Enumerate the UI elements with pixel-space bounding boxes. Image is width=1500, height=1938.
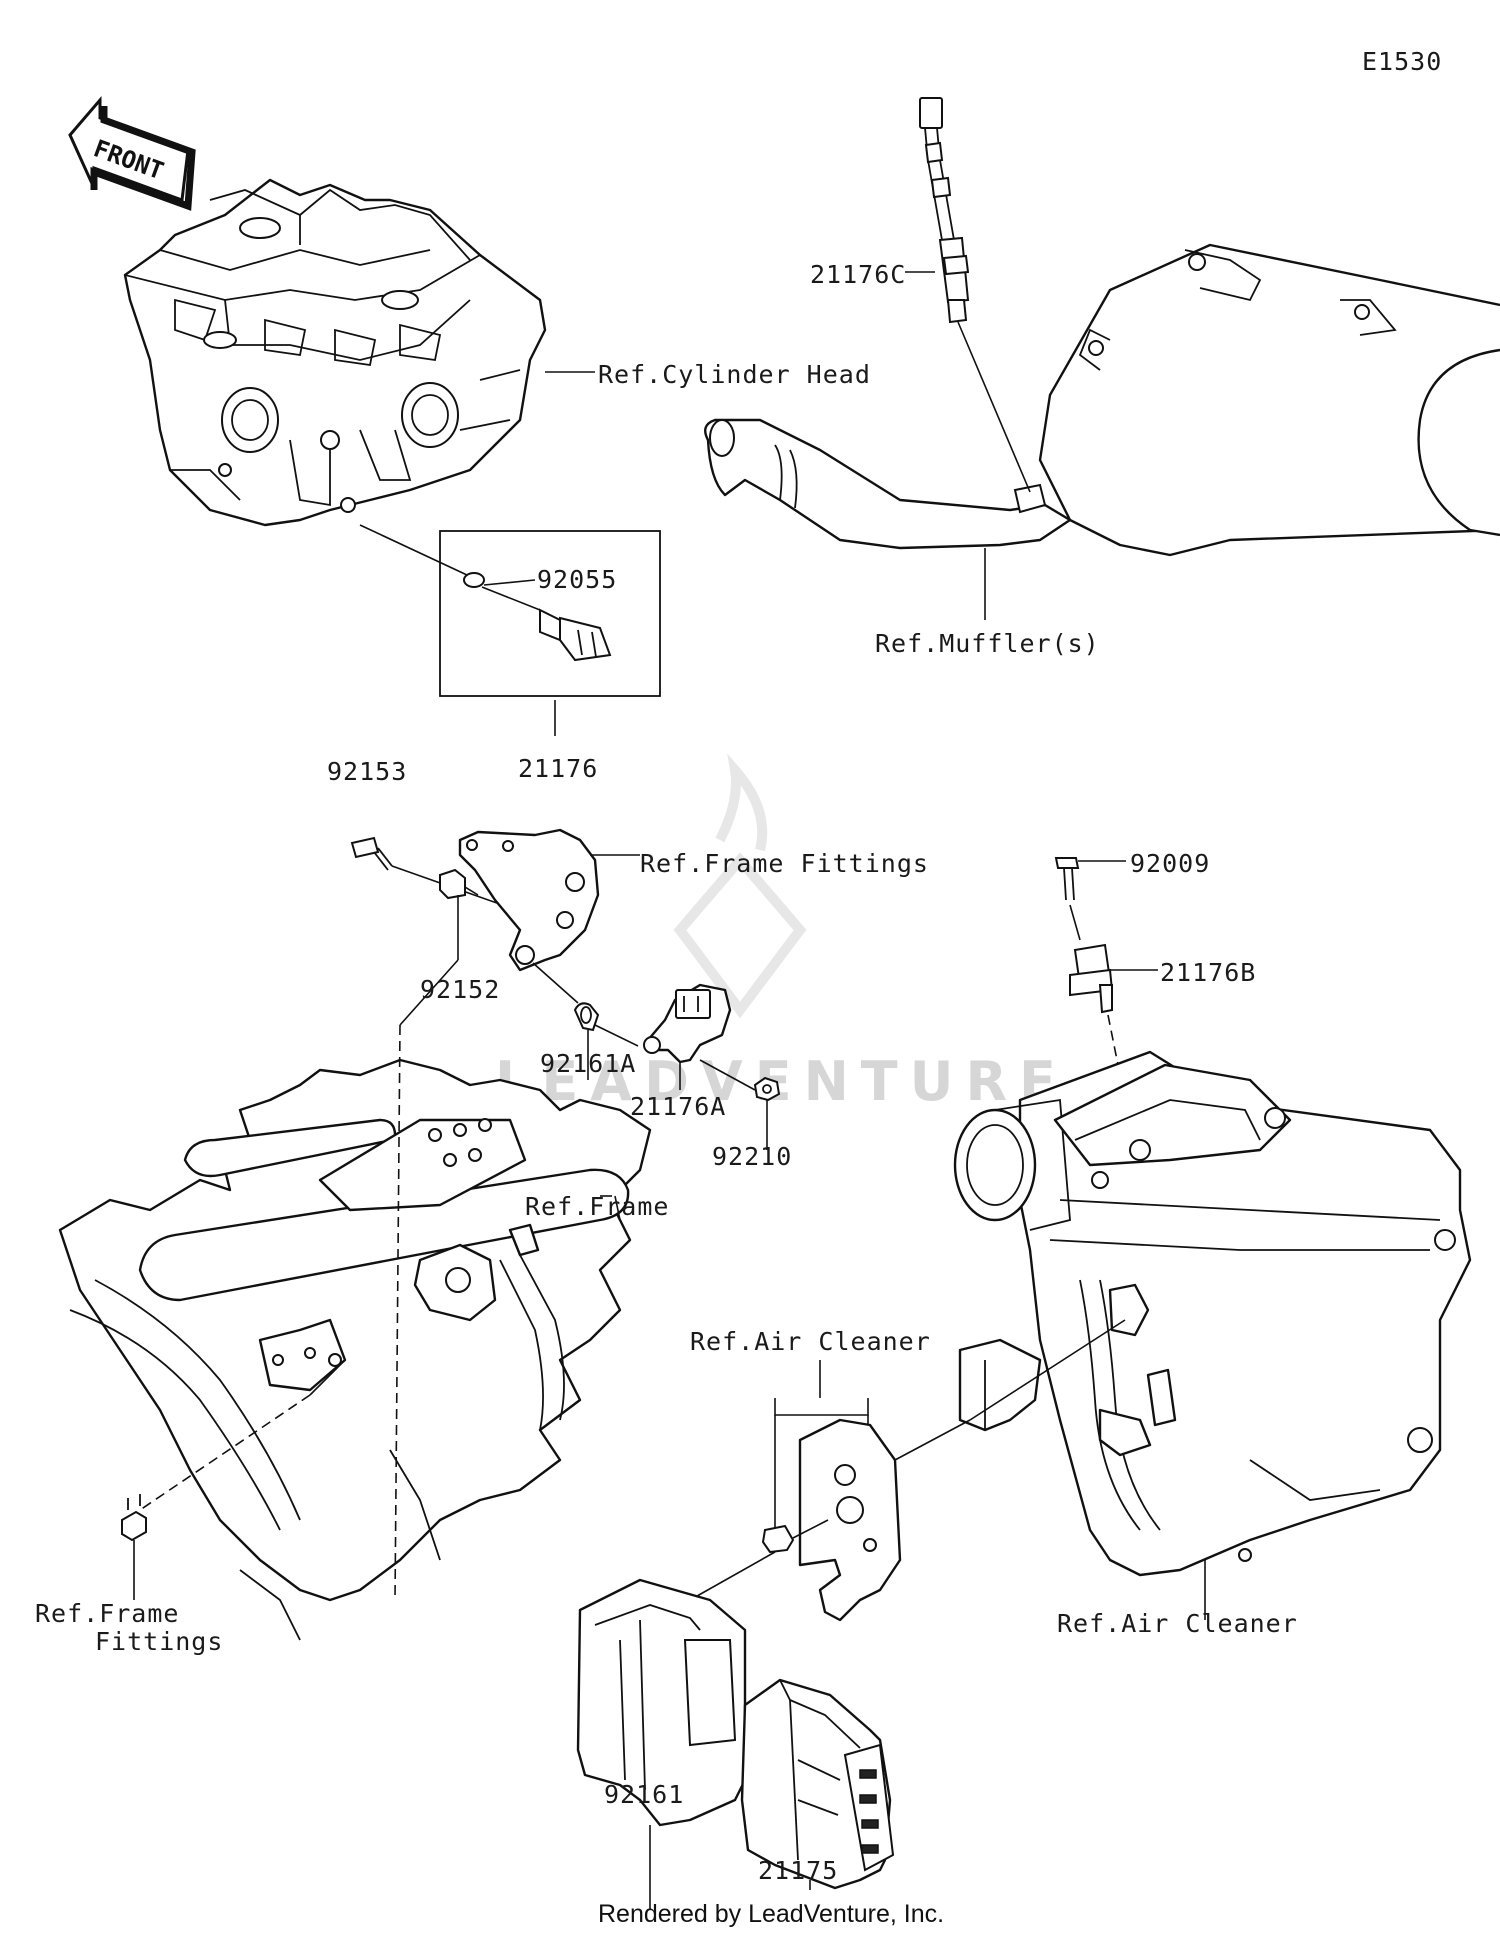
label-21176: 21176 [518, 754, 598, 783]
label-ref-frame-fittings-top: Ref.Frame Fittings [640, 849, 929, 878]
bracket-assembly-illustration [350, 828, 781, 1150]
air-cleaner-illustration [894, 1050, 1472, 1620]
label-92161A: 92161A [540, 1049, 636, 1078]
label-ref-air-cleaner-bracket: Ref.Air Cleaner [690, 1327, 931, 1356]
label-ref-air-cleaner-box: Ref.Air Cleaner [1057, 1609, 1298, 1638]
label-92152: 92152 [420, 975, 500, 1004]
label-92153: 92153 [327, 757, 407, 786]
label-92210: 92210 [712, 1142, 792, 1171]
part-21176-kit-box [359, 524, 661, 736]
label-ref-frame-fittings-bottom-line1: Ref.Frame [35, 1599, 179, 1628]
part-92161-cover-illustration [576, 1578, 747, 1910]
label-92055: 92055 [537, 565, 617, 594]
muffler-illustration [704, 243, 1500, 557]
label-ref-frame-fittings-bottom-line2: Fittings [95, 1627, 223, 1656]
label-ref-cylinder-head: Ref.Cylinder Head [598, 360, 871, 389]
label-ref-mufflers: Ref.Muffler(s) [875, 629, 1100, 658]
callout-labels: 21176C Ref.Cylinder Head 92055 Ref.Muffl… [35, 260, 1298, 1885]
part-21175-ecu-illustration [740, 1678, 895, 1890]
frame-illustration [58, 959, 652, 1641]
label-21176B: 21176B [1160, 958, 1256, 987]
label-21176A: 21176A [630, 1092, 726, 1121]
leader-lines [483, 271, 986, 856]
air-cleaner-bracket-illustration [689, 1360, 902, 1622]
label-92009: 92009 [1130, 849, 1210, 878]
watermark-logo-icon [673, 753, 807, 1019]
label-21176C: 21176C [810, 260, 906, 289]
label-ref-frame: Ref.Frame [525, 1192, 669, 1221]
front-arrow-icon: FRONT [68, 95, 196, 211]
part-21176C-o2-sensor-illustration [919, 97, 1031, 493]
diagram-code: E1530 [1362, 47, 1442, 76]
cylinder-head-illustration [123, 178, 547, 527]
label-21175: 21175 [758, 1856, 838, 1885]
footer-credit: Rendered by LeadVenture, Inc. [598, 1900, 944, 1928]
label-92161: 92161 [604, 1780, 684, 1809]
